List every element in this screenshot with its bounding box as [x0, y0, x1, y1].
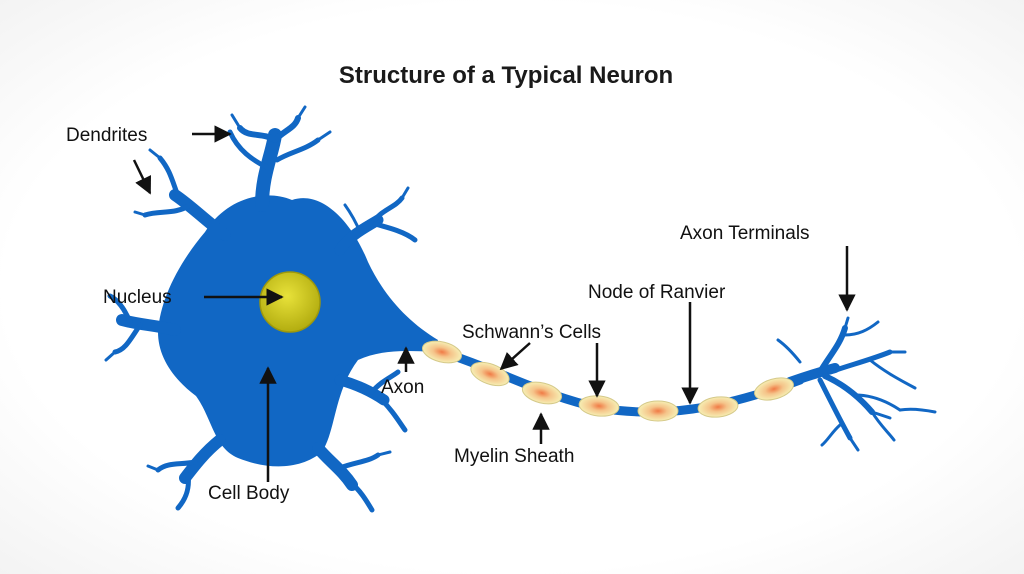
axon-terminals-shape: [776, 316, 937, 452]
label-cell-body: Cell Body: [208, 483, 290, 504]
labels: Dendrites Nucleus Cell Body Axon Schwann…: [66, 125, 810, 504]
schwann-cells-arrow: [499, 342, 531, 371]
label-schwann-cells: Schwann’s Cells: [462, 322, 601, 343]
myelin-sheath-segments: [421, 340, 794, 422]
label-dendrites: Dendrites: [66, 125, 147, 146]
label-nucleus: Nucleus: [103, 287, 172, 308]
dendrites-left: [104, 293, 181, 362]
label-axon: Axon: [381, 377, 424, 398]
dendrites-upper: [133, 105, 418, 256]
label-arrows: [132, 125, 856, 482]
dendrites-arrow-down: [132, 159, 152, 195]
dendrites-lower: [146, 369, 408, 513]
label-axon-terminals: Axon Terminals: [680, 223, 810, 244]
label-myelin-sheath: Myelin Sheath: [454, 446, 574, 467]
nucleus-shape: [259, 271, 321, 333]
label-node-of-ranvier: Node of Ranvier: [588, 282, 726, 303]
diagram-title: Structure of a Typical Neuron: [338, 62, 674, 89]
